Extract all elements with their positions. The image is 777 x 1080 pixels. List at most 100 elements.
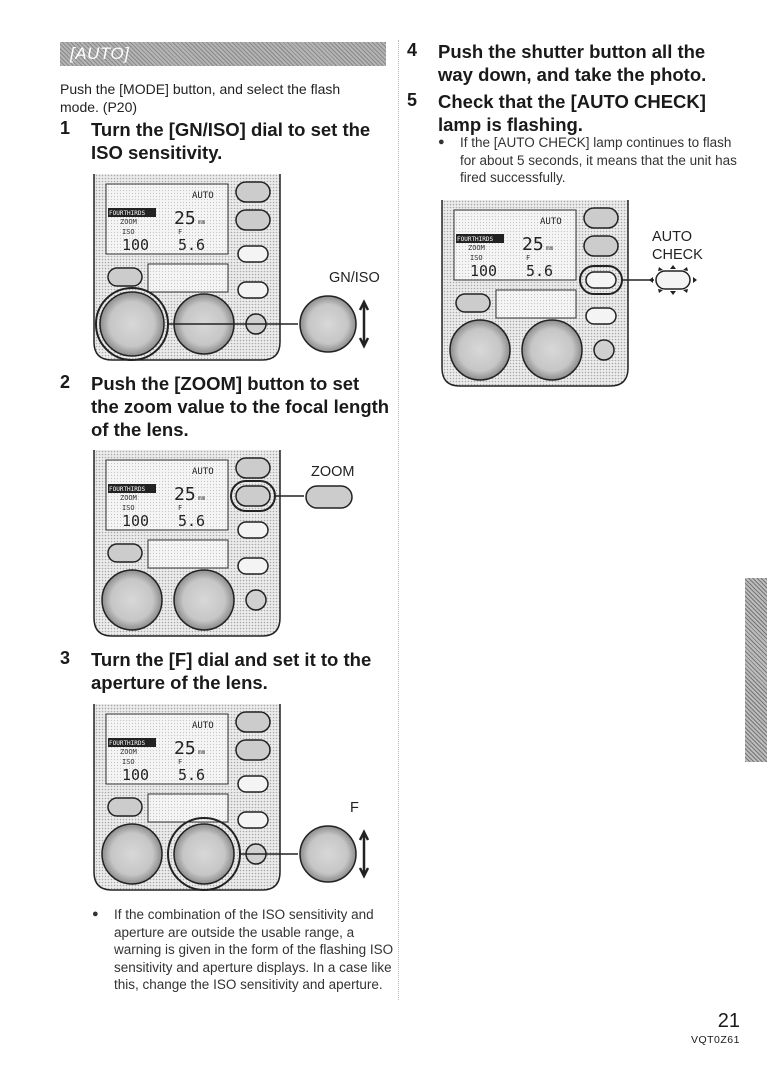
lcd-iso-value: 100	[122, 512, 149, 530]
column-divider	[398, 40, 399, 1000]
step-4-title: Push the shutter button all the way down…	[438, 41, 707, 85]
auto-check-lamp-callout	[655, 270, 691, 290]
lcd-zoom-value: 25	[174, 208, 196, 229]
lcd-brand: FOURTHIRDS	[109, 486, 146, 493]
lcd-iso-value: 100	[470, 262, 497, 280]
lcd-iso-value: 100	[122, 236, 149, 254]
gn-iso-dial[interactable]	[101, 569, 163, 631]
f-dial-callout	[299, 825, 357, 883]
auto-check-lamp	[237, 521, 269, 539]
lcd-brand: FOURTHIRDS	[109, 740, 146, 747]
lcd-iso-label: ISO	[122, 228, 135, 236]
gn-iso-dial[interactable]	[449, 319, 511, 381]
gn-iso-dial[interactable]	[99, 291, 165, 357]
flash-panel-1-svg: AUTO FOURTHIRDS ZOOM 25 mm ISO F 100 5.6	[93, 174, 370, 361]
step-5-number: 5	[407, 90, 418, 110]
page-number: 21	[717, 1010, 740, 1032]
lcd-f-value: 5.6	[526, 262, 553, 280]
lcd-mode: AUTO	[540, 217, 562, 227]
gn-iso-dial[interactable]	[101, 823, 163, 885]
flash-panel-illustration-3: AUTO FOURTHIRDS ZOOM 25 mm ISO F 100 5.6	[92, 704, 392, 892]
lcd-f-value: 5.6	[178, 236, 205, 254]
test-button[interactable]	[107, 267, 143, 287]
callout-auto-check-line-1: AUTO	[652, 229, 693, 245]
lcd-mode: AUTO	[192, 467, 214, 477]
lcd-zoom-unit: mm	[198, 219, 206, 226]
lcd-zoom-value: 25	[174, 738, 196, 759]
lcd-mode: AUTO	[192, 191, 214, 201]
callout-f: F	[350, 800, 359, 816]
callout-gn-iso: GN/ISO	[329, 270, 380, 286]
lcd-mode: AUTO	[192, 721, 214, 731]
side-tab-marker	[745, 578, 767, 762]
auto-check-lamp	[237, 775, 269, 793]
zoom-button-callout	[305, 485, 353, 509]
charge-lamp	[237, 557, 269, 575]
section-header-label: [AUTO]	[70, 44, 130, 63]
step-3-number: 3	[60, 648, 71, 668]
test-button[interactable]	[455, 293, 491, 313]
lcd-brand: FOURTHIRDS	[109, 210, 146, 217]
zoom-button[interactable]	[235, 739, 271, 761]
zoom-button[interactable]	[583, 235, 619, 257]
test-button[interactable]	[107, 797, 143, 817]
step-1-number: 1	[60, 118, 71, 138]
callout-zoom: ZOOM	[311, 464, 355, 480]
charge-lamp	[237, 811, 269, 829]
flash-panel-4-svg: AUTO FOURTHIRDS ZOOM 25 mm ISO F 100 5.6	[441, 200, 697, 387]
step-5-note: If the [AUTO CHECK] lamp continues to fl…	[438, 134, 745, 187]
rotate-arrow-icon	[358, 299, 370, 349]
lcd-brand: FOURTHIRDS	[457, 236, 494, 243]
lcd-zoom-label: ZOOM	[120, 494, 137, 502]
charge-lamp	[585, 307, 617, 325]
auto-check-lamp	[585, 271, 617, 289]
zoom-button[interactable]	[235, 485, 271, 507]
flash-panel-illustration-4: AUTO FOURTHIRDS ZOOM 25 mm ISO F 100 5.6	[440, 200, 740, 388]
lcd-f-label: F	[178, 228, 182, 236]
step-4-number: 4	[407, 40, 418, 60]
auto-check-lamp	[237, 245, 269, 263]
callout-auto-check-line-2: CHECK	[652, 247, 703, 263]
f-dial[interactable]	[173, 823, 235, 885]
power-switch[interactable]	[593, 339, 615, 361]
lcd-f-value: 5.6	[178, 766, 205, 784]
mode-button[interactable]	[583, 207, 619, 229]
charge-lamp	[237, 281, 269, 299]
power-switch[interactable]	[245, 589, 267, 611]
lcd-iso-label: ISO	[122, 758, 135, 766]
lcd-zoom-label: ZOOM	[120, 748, 137, 756]
mode-button[interactable]	[235, 181, 271, 203]
step-2-number: 2	[60, 372, 71, 392]
lcd-zoom-unit: mm	[198, 749, 206, 756]
lcd-zoom-label: ZOOM	[120, 218, 137, 226]
lcd-f-label: F	[178, 758, 182, 766]
intro-text: Push the [MODE] button, and select the f…	[60, 81, 341, 115]
zoom-button[interactable]	[235, 209, 271, 231]
lcd-zoom-value: 25	[522, 234, 544, 255]
flash-panel-illustration-2: AUTO FOURTHIRDS ZOOM 25 mm ISO F 100 5.6	[92, 450, 392, 638]
lcd-zoom-value: 25	[174, 484, 196, 505]
lcd-f-label: F	[178, 504, 182, 512]
test-button[interactable]	[107, 543, 143, 563]
flash-panel-illustration-1: AUTO FOURTHIRDS ZOOM 25 mm ISO F 100 5.6	[92, 174, 392, 362]
step-1-title: Turn the [GN/ISO] dial to set the ISO se…	[91, 119, 371, 163]
lcd-zoom-unit: mm	[546, 245, 554, 252]
lcd-iso-label: ISO	[470, 254, 483, 262]
step-3-title: Turn the [F] dial and set it to the aper…	[91, 649, 372, 693]
rotate-arrow-icon	[358, 829, 370, 879]
step-3-note: If the combination of the ISO sensitivit…	[92, 906, 404, 994]
mode-button[interactable]	[235, 457, 271, 479]
flash-panel-3-svg: AUTO FOURTHIRDS ZOOM 25 mm ISO F 100 5.6	[93, 704, 370, 891]
f-dial[interactable]	[173, 569, 235, 631]
lcd-zoom-unit: mm	[198, 495, 206, 502]
lcd-zoom-label: ZOOM	[468, 244, 485, 252]
f-dial[interactable]	[521, 319, 583, 381]
section-header-auto: [AUTO]	[60, 42, 386, 66]
flash-panel-2-svg: AUTO FOURTHIRDS ZOOM 25 mm ISO F 100 5.6	[93, 450, 353, 637]
lcd-f-value: 5.6	[178, 512, 205, 530]
step-2-title: Push the [ZOOM] button to set the zoom v…	[91, 373, 390, 440]
lcd-f-label: F	[526, 254, 530, 262]
document-code: VQT0Z61	[690, 1034, 740, 1046]
mode-button[interactable]	[235, 711, 271, 733]
step-5-title: Check that the [AUTO CHECK] lamp is flas…	[438, 91, 706, 135]
